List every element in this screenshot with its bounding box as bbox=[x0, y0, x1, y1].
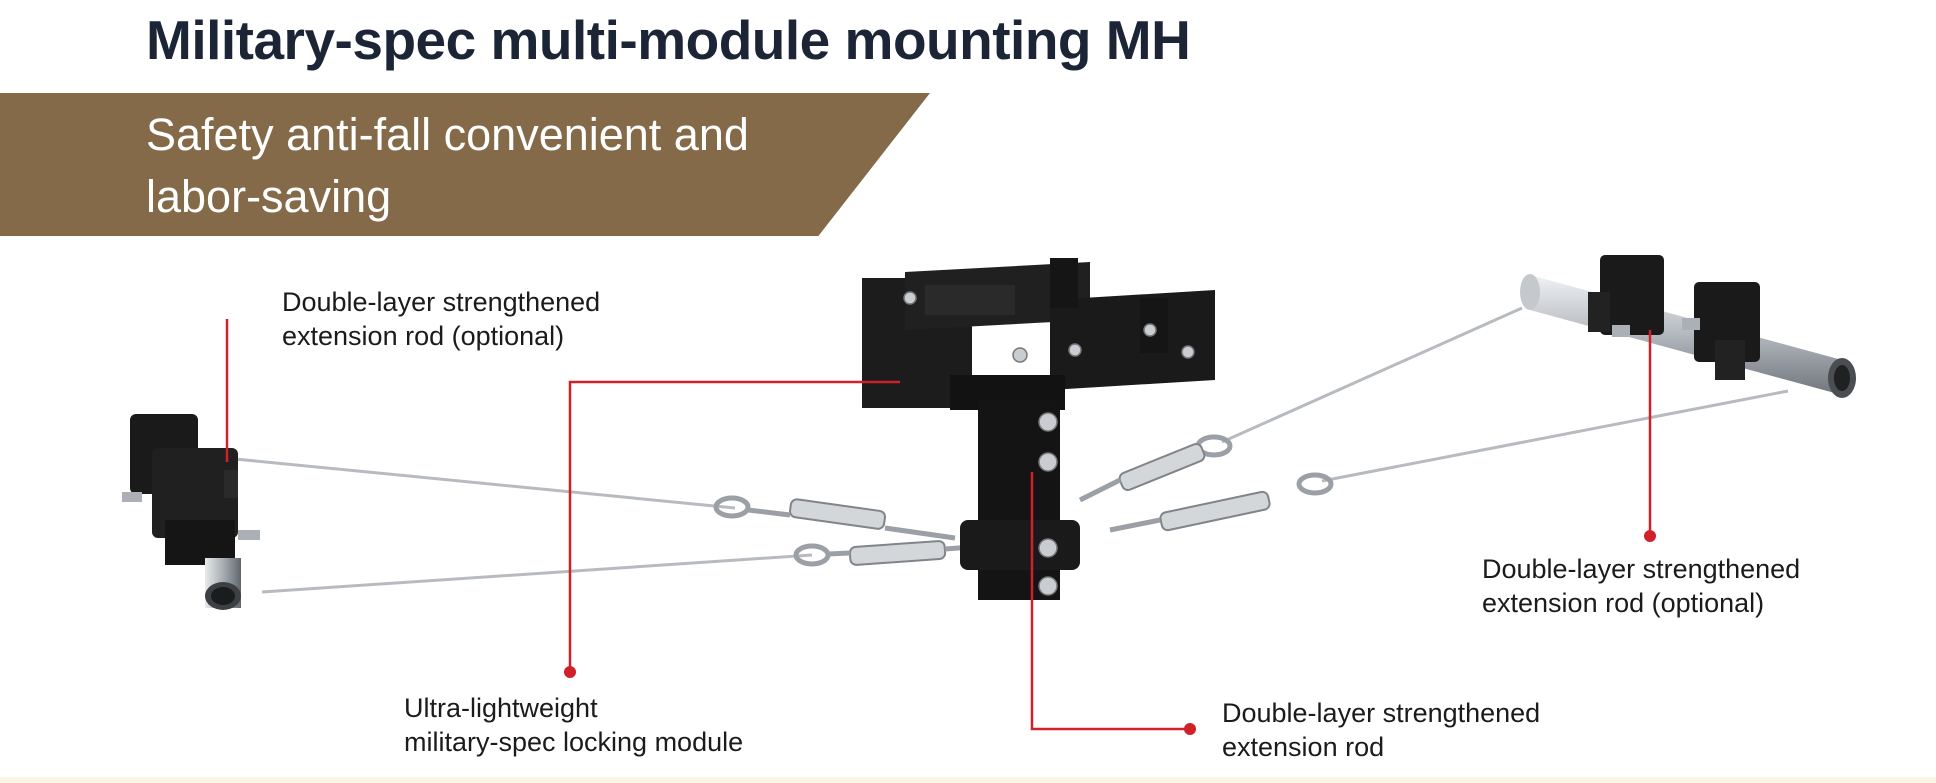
leader-lines bbox=[225, 319, 1652, 731]
tension-cables bbox=[224, 306, 1789, 594]
turnbuckle-right-lower bbox=[1109, 472, 1334, 533]
right-pipe-assembly bbox=[1520, 255, 1856, 398]
leader-dots bbox=[564, 530, 1656, 735]
turnbuckle-right-upper bbox=[1078, 434, 1233, 503]
callout-line: extension rod (optional) bbox=[282, 321, 565, 351]
callout-line: extension rod (optional) bbox=[1482, 588, 1765, 618]
left-clamp-assembly bbox=[122, 414, 260, 610]
callout-line: Double-layer strengthened bbox=[282, 287, 601, 317]
callout-line: Double-layer strengthened bbox=[1222, 698, 1541, 728]
central-mount bbox=[862, 258, 1215, 600]
callout-top-left: Double-layer strengthened extension rod … bbox=[282, 285, 600, 353]
callout-line: Double-layer strengthened bbox=[1482, 554, 1801, 584]
subtitle: Safety anti-fall convenient and labor-sa… bbox=[146, 104, 866, 228]
turnbuckle-left-upper bbox=[713, 495, 956, 541]
callout-line: Ultra-lightweight bbox=[404, 693, 598, 723]
subtitle-line-1: Safety anti-fall convenient and bbox=[146, 109, 749, 160]
callout-bottom-right: Double-layer strengthened extension rod bbox=[1222, 696, 1540, 764]
subtitle-band bbox=[0, 93, 930, 236]
callout-line: extension rod bbox=[1222, 732, 1385, 762]
footer-strip bbox=[0, 777, 1936, 783]
subtitle-line-2: labor-saving bbox=[146, 171, 392, 222]
callout-bottom-left: Ultra-lightweight military-spec locking … bbox=[404, 691, 743, 759]
callout-right: Double-layer strengthened extension rod … bbox=[1482, 552, 1800, 620]
turnbuckle-left-lower bbox=[793, 540, 986, 567]
callout-line: military-spec locking module bbox=[404, 727, 744, 757]
page-title: Military-spec multi-module mounting MH bbox=[146, 9, 1191, 71]
